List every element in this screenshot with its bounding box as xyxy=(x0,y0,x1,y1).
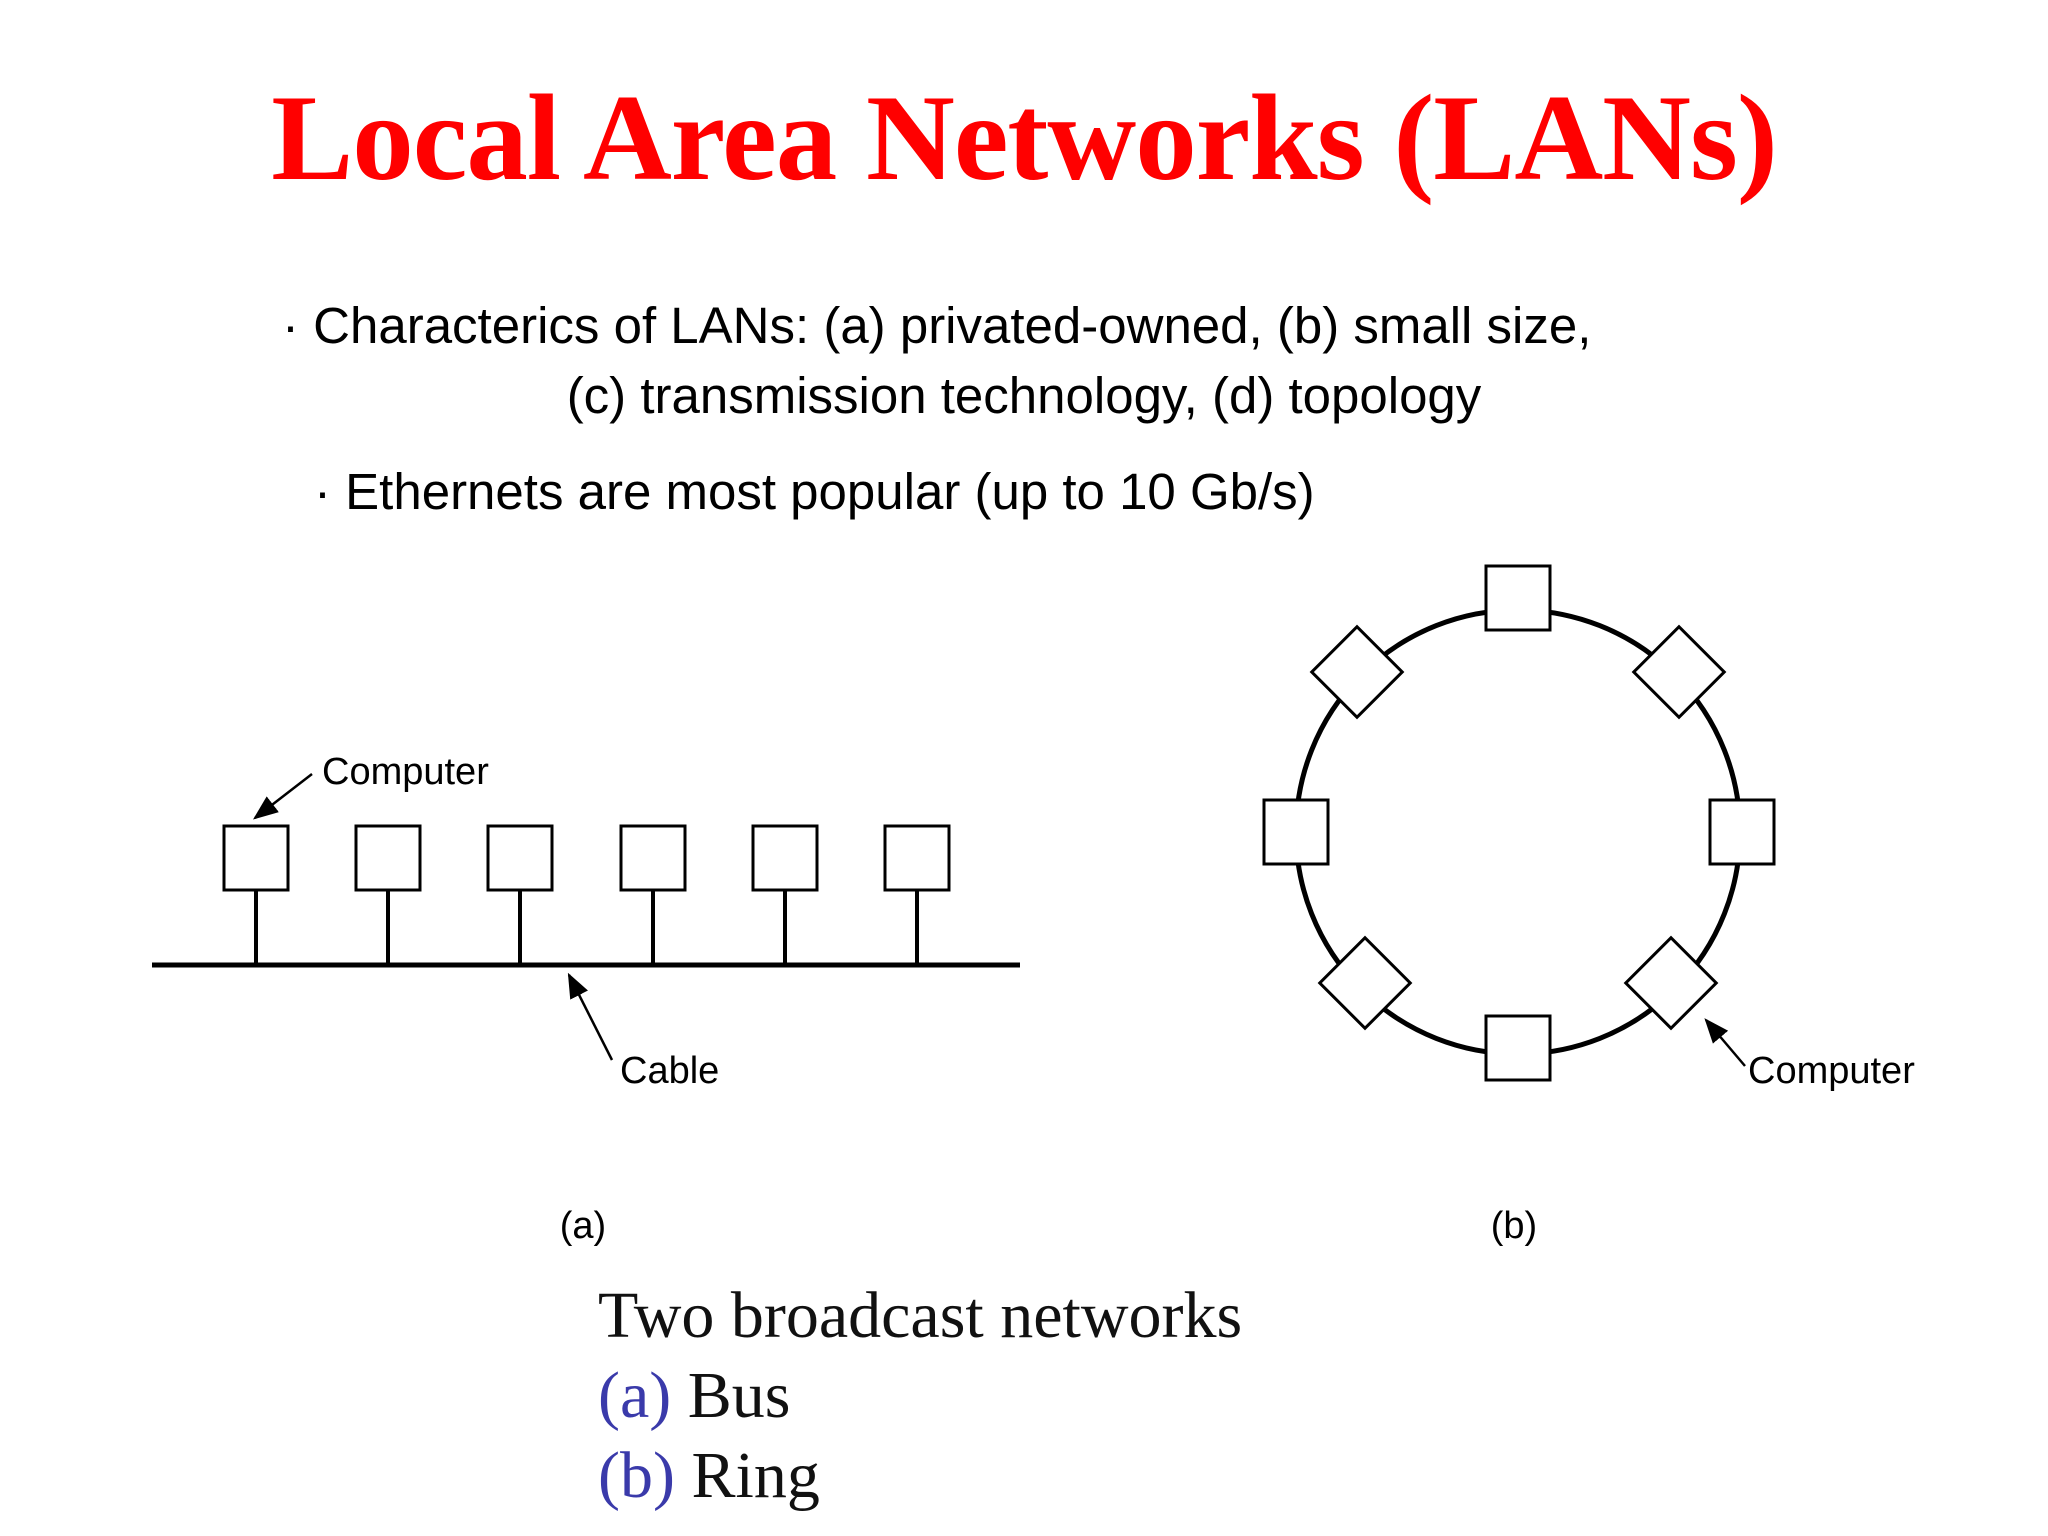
bullet-ethernet: · Ethernets are most popular (up to 10 G… xyxy=(314,462,1315,522)
bus-cable-arrow xyxy=(567,972,614,1061)
bullet-characteristics: · Characterics of LANs: (a) privated-own… xyxy=(282,296,1591,356)
ring-computer xyxy=(1317,935,1413,1031)
bus-cable-label: Cable xyxy=(620,1050,719,1092)
caption-item-text: Bus xyxy=(687,1359,791,1432)
caption-title: Two broadcast networks xyxy=(598,1279,1243,1352)
bullet-characteristics-line1: Characterics of LANs: (a) privated-owned… xyxy=(313,297,1592,354)
bullet-characteristics-line2: (c) transmission technology, (d) topolog… xyxy=(566,367,1482,424)
bus-computer xyxy=(222,824,290,965)
bus-sublabel: (a) xyxy=(560,1205,606,1247)
bus-network: Computer Cable (a) xyxy=(152,751,1020,1247)
caption-item-ring: (b) Ring xyxy=(598,1436,820,1516)
ring-computer xyxy=(1631,624,1727,720)
ring-computer xyxy=(1309,624,1405,720)
bus-computer xyxy=(354,824,422,965)
caption-item-text: Ring xyxy=(691,1439,820,1512)
ring-computer-arrow xyxy=(1704,1018,1746,1067)
ring-computer xyxy=(1484,1014,1552,1082)
bullet-marker: · xyxy=(314,463,331,520)
caption-item-label: (a) xyxy=(598,1359,672,1432)
ring-computer xyxy=(1484,564,1552,632)
ring-sublabel: (b) xyxy=(1491,1205,1537,1247)
bullet-ethernet-text: Ethernets are most popular (up to 10 Gb/… xyxy=(345,463,1315,520)
ring-computer xyxy=(1708,798,1776,866)
caption-item-bus: (a) Bus xyxy=(598,1356,790,1436)
ring-computer xyxy=(1262,798,1330,866)
bus-computer-arrow xyxy=(253,773,313,820)
bus-computer xyxy=(486,824,554,965)
bus-computer xyxy=(883,824,951,965)
bus-computer-label: Computer xyxy=(322,751,489,793)
ring-computer-label: Computer xyxy=(1748,1050,1915,1092)
caption-item-label: (b) xyxy=(598,1439,675,1512)
bus-computer xyxy=(751,824,819,965)
bullet-marker: · xyxy=(282,297,299,354)
ring-network: Computer (b) xyxy=(1262,564,1915,1247)
slide-title: Local Area Networks (LANs) xyxy=(271,69,1778,206)
bus-computer xyxy=(619,824,687,965)
ring-computer xyxy=(1623,935,1719,1031)
